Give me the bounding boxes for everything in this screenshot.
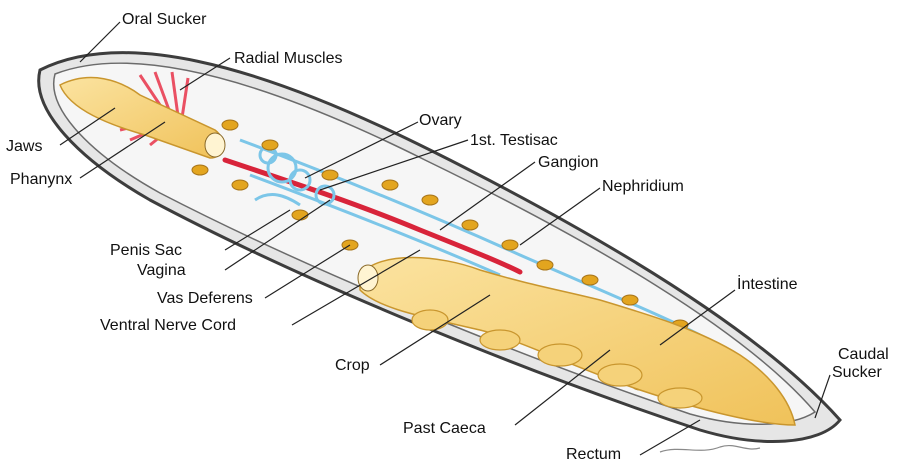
label-past-caeca: Past Caeca: [403, 420, 486, 438]
label-testisac: 1st. Testisac: [470, 132, 558, 150]
label-phanynx: Phanynx: [10, 171, 72, 189]
label-caudal-2: Sucker: [832, 364, 882, 382]
label-intestine: İntestine: [737, 276, 797, 294]
signature: [660, 446, 760, 452]
label-oral-sucker: Oral Sucker: [122, 11, 206, 29]
label-vas-deferens: Vas Deferens: [157, 290, 253, 308]
label-gangion: Gangion: [538, 154, 599, 172]
label-nephridium: Nephridium: [602, 178, 684, 196]
label-crop: Crop: [335, 357, 370, 375]
label-jaws: Jaws: [6, 138, 42, 156]
crop-opening: [358, 265, 378, 291]
label-vagina: Vagina: [137, 262, 186, 280]
label-caudal-1: Caudal: [838, 346, 889, 364]
label-ovary: Ovary: [419, 112, 462, 130]
label-rectum: Rectum: [566, 446, 621, 464]
pharynx-opening: [205, 133, 225, 157]
label-penis-sac: Penis Sac: [110, 242, 182, 260]
label-ventral-nerve-cord: Ventral Nerve Cord: [100, 317, 236, 335]
label-radial-muscles: Radial Muscles: [234, 50, 342, 68]
